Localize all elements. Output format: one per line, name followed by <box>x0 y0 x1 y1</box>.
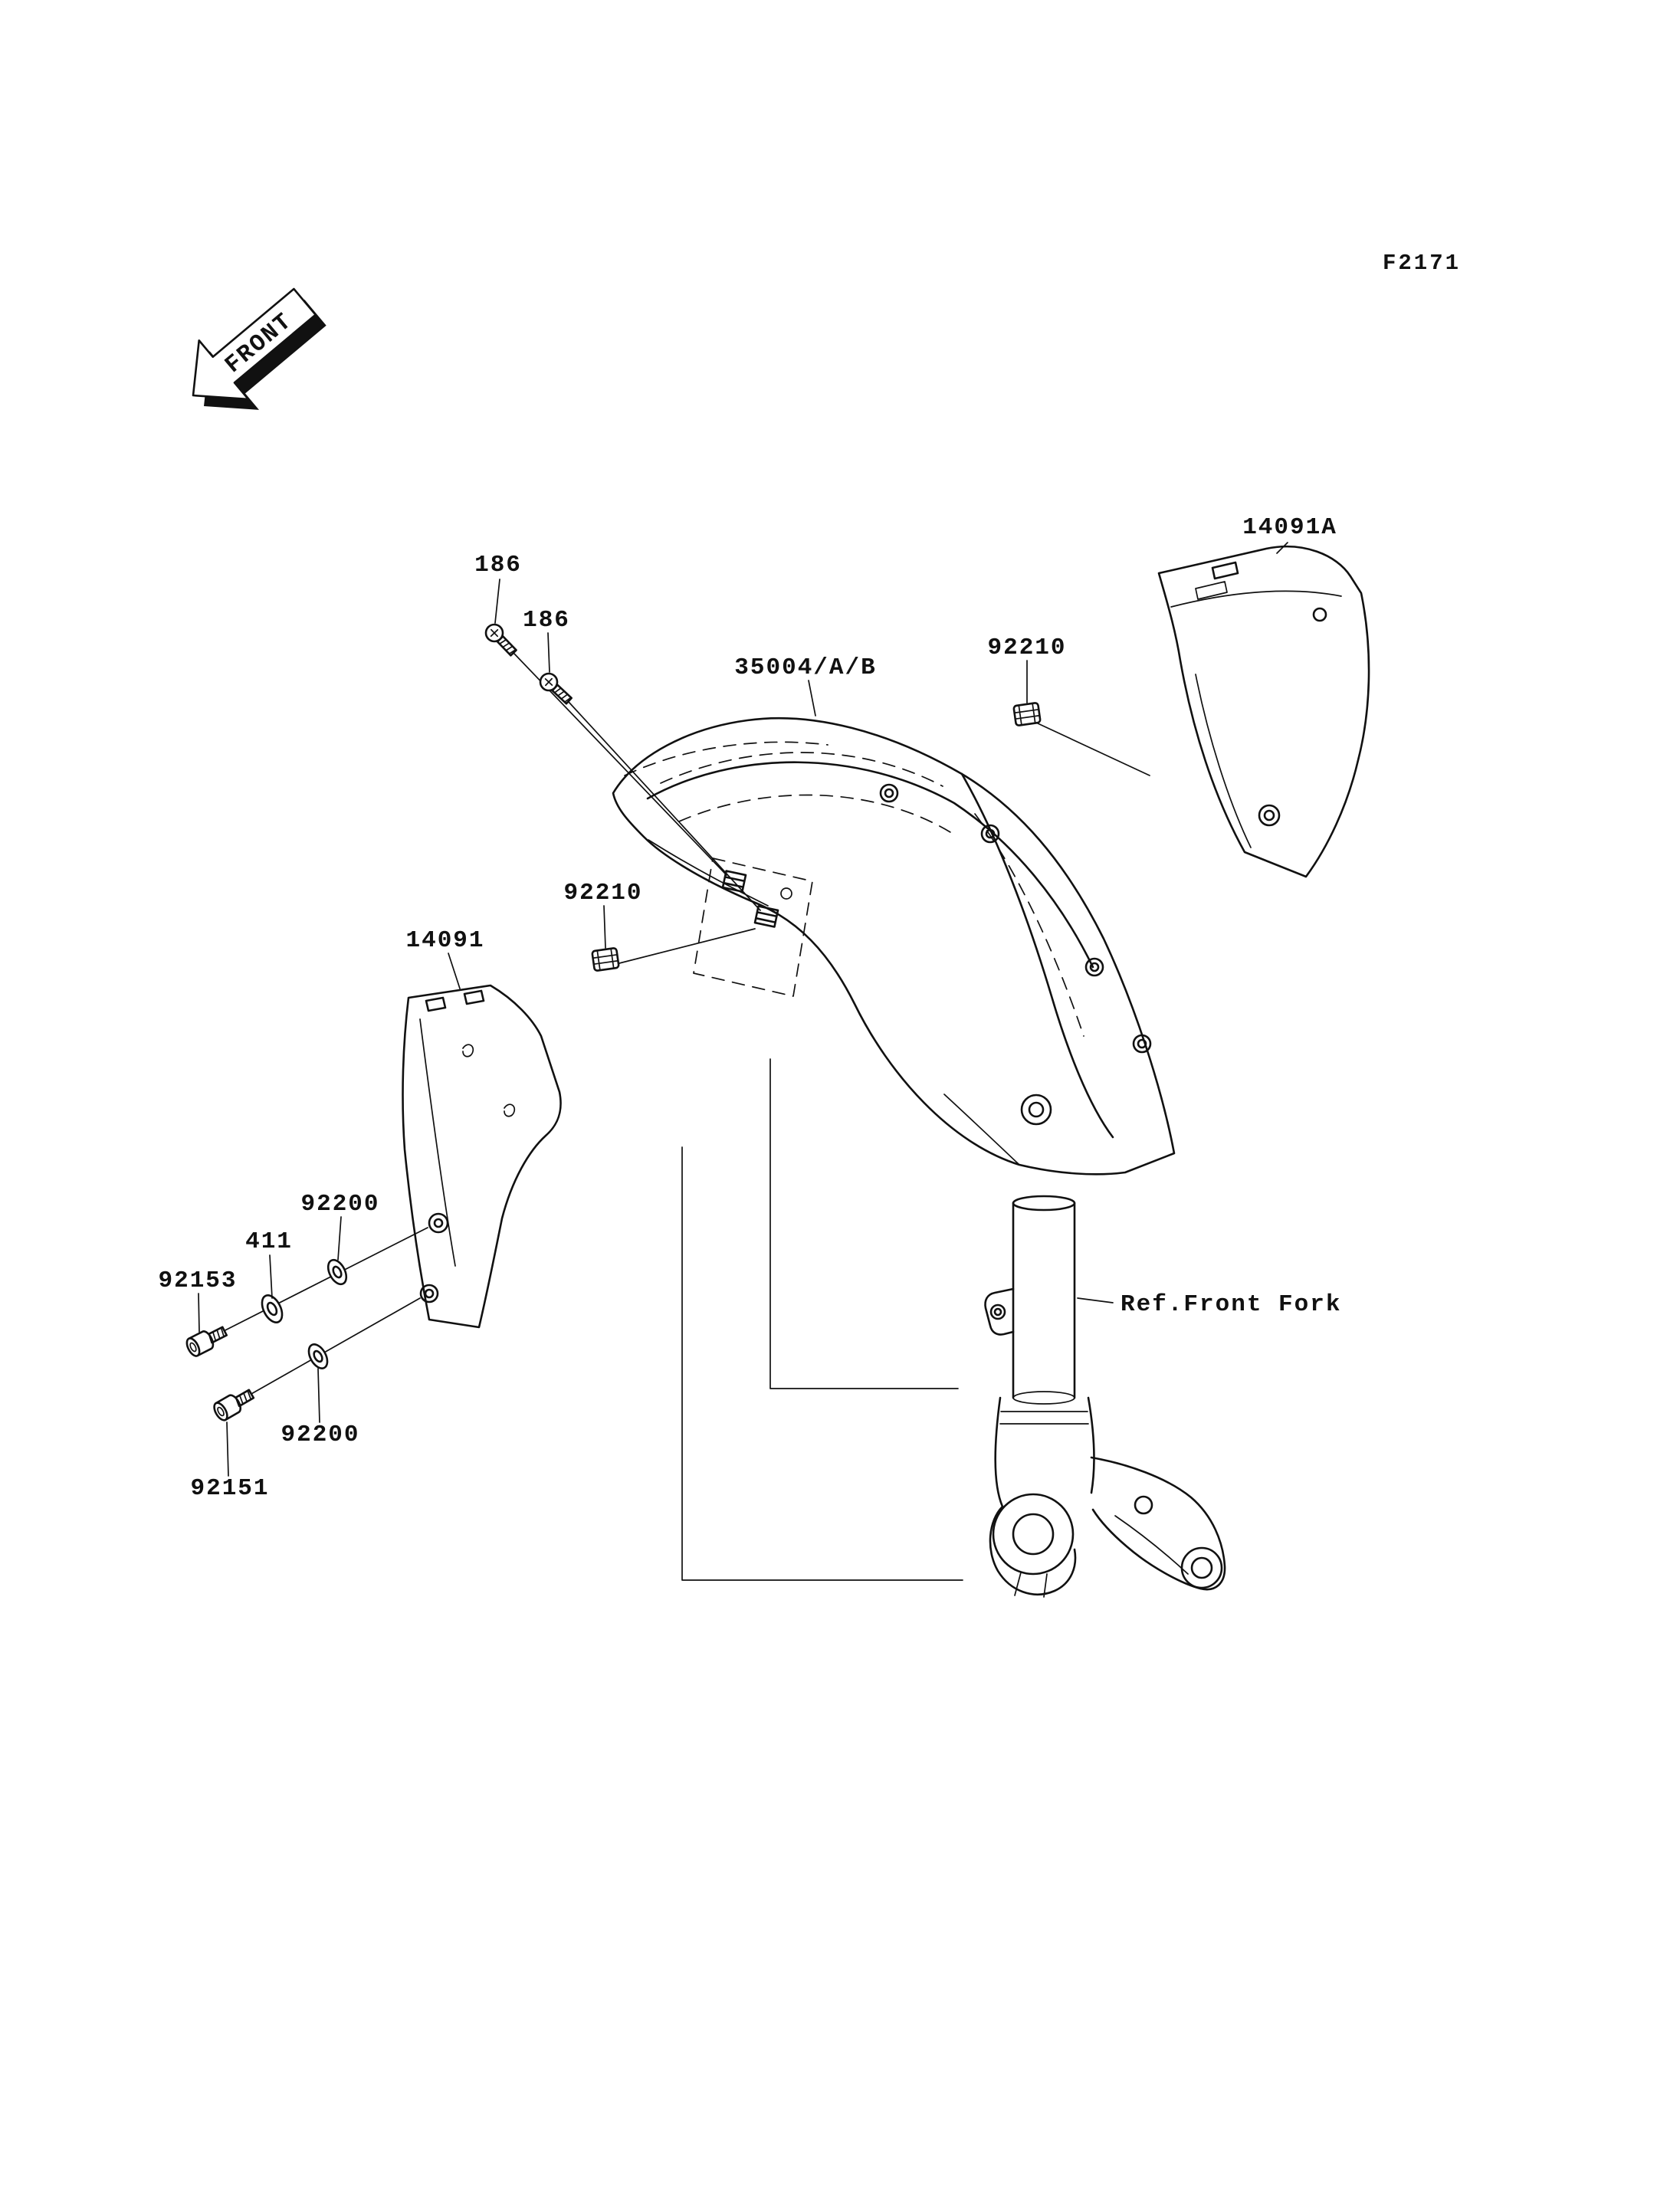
screw-186-a-drawing <box>484 623 517 657</box>
screw-186-b-drawing <box>539 672 573 705</box>
part-label-186-a: 186 <box>474 552 522 579</box>
washer-92200-lower-drawing <box>307 1343 329 1369</box>
right-cover-drawing <box>1157 545 1370 878</box>
washer-92200-upper-drawing <box>326 1258 348 1286</box>
left-cover-drawing <box>402 984 562 1329</box>
part-label-35004: 35004/A/B <box>734 654 876 681</box>
part-label-92200-lower: 92200 <box>281 1421 359 1448</box>
figure-code: F2171 <box>1383 251 1461 276</box>
clip-nut-92210-upper-drawing <box>1012 702 1042 726</box>
part-label-92151: 92151 <box>190 1475 269 1502</box>
part-label-92210-lower: 92210 <box>563 880 642 907</box>
front-marker: FRONT <box>192 287 326 410</box>
bolt-92151-drawing <box>213 1389 255 1421</box>
leader-lines <box>198 542 1288 1477</box>
bolt-92153-drawing <box>185 1326 228 1357</box>
part-label-14091a: 14091A <box>1242 514 1337 541</box>
clip-nut-92210-lower-drawing <box>591 947 620 972</box>
part-label-92153: 92153 <box>158 1267 237 1294</box>
front-fender-drawing <box>612 716 1176 1176</box>
part-label-front-fork: Ref.Front Fork <box>1121 1291 1341 1318</box>
front-fork-drawing <box>984 1195 1226 1598</box>
part-label-186-b: 186 <box>523 607 570 634</box>
part-label-14091: 14091 <box>405 927 484 954</box>
washer-411-drawing <box>261 1294 284 1323</box>
part-label-411: 411 <box>245 1228 293 1255</box>
part-label-92210-upper: 92210 <box>987 635 1066 661</box>
part-label-92200-upper: 92200 <box>300 1191 379 1218</box>
